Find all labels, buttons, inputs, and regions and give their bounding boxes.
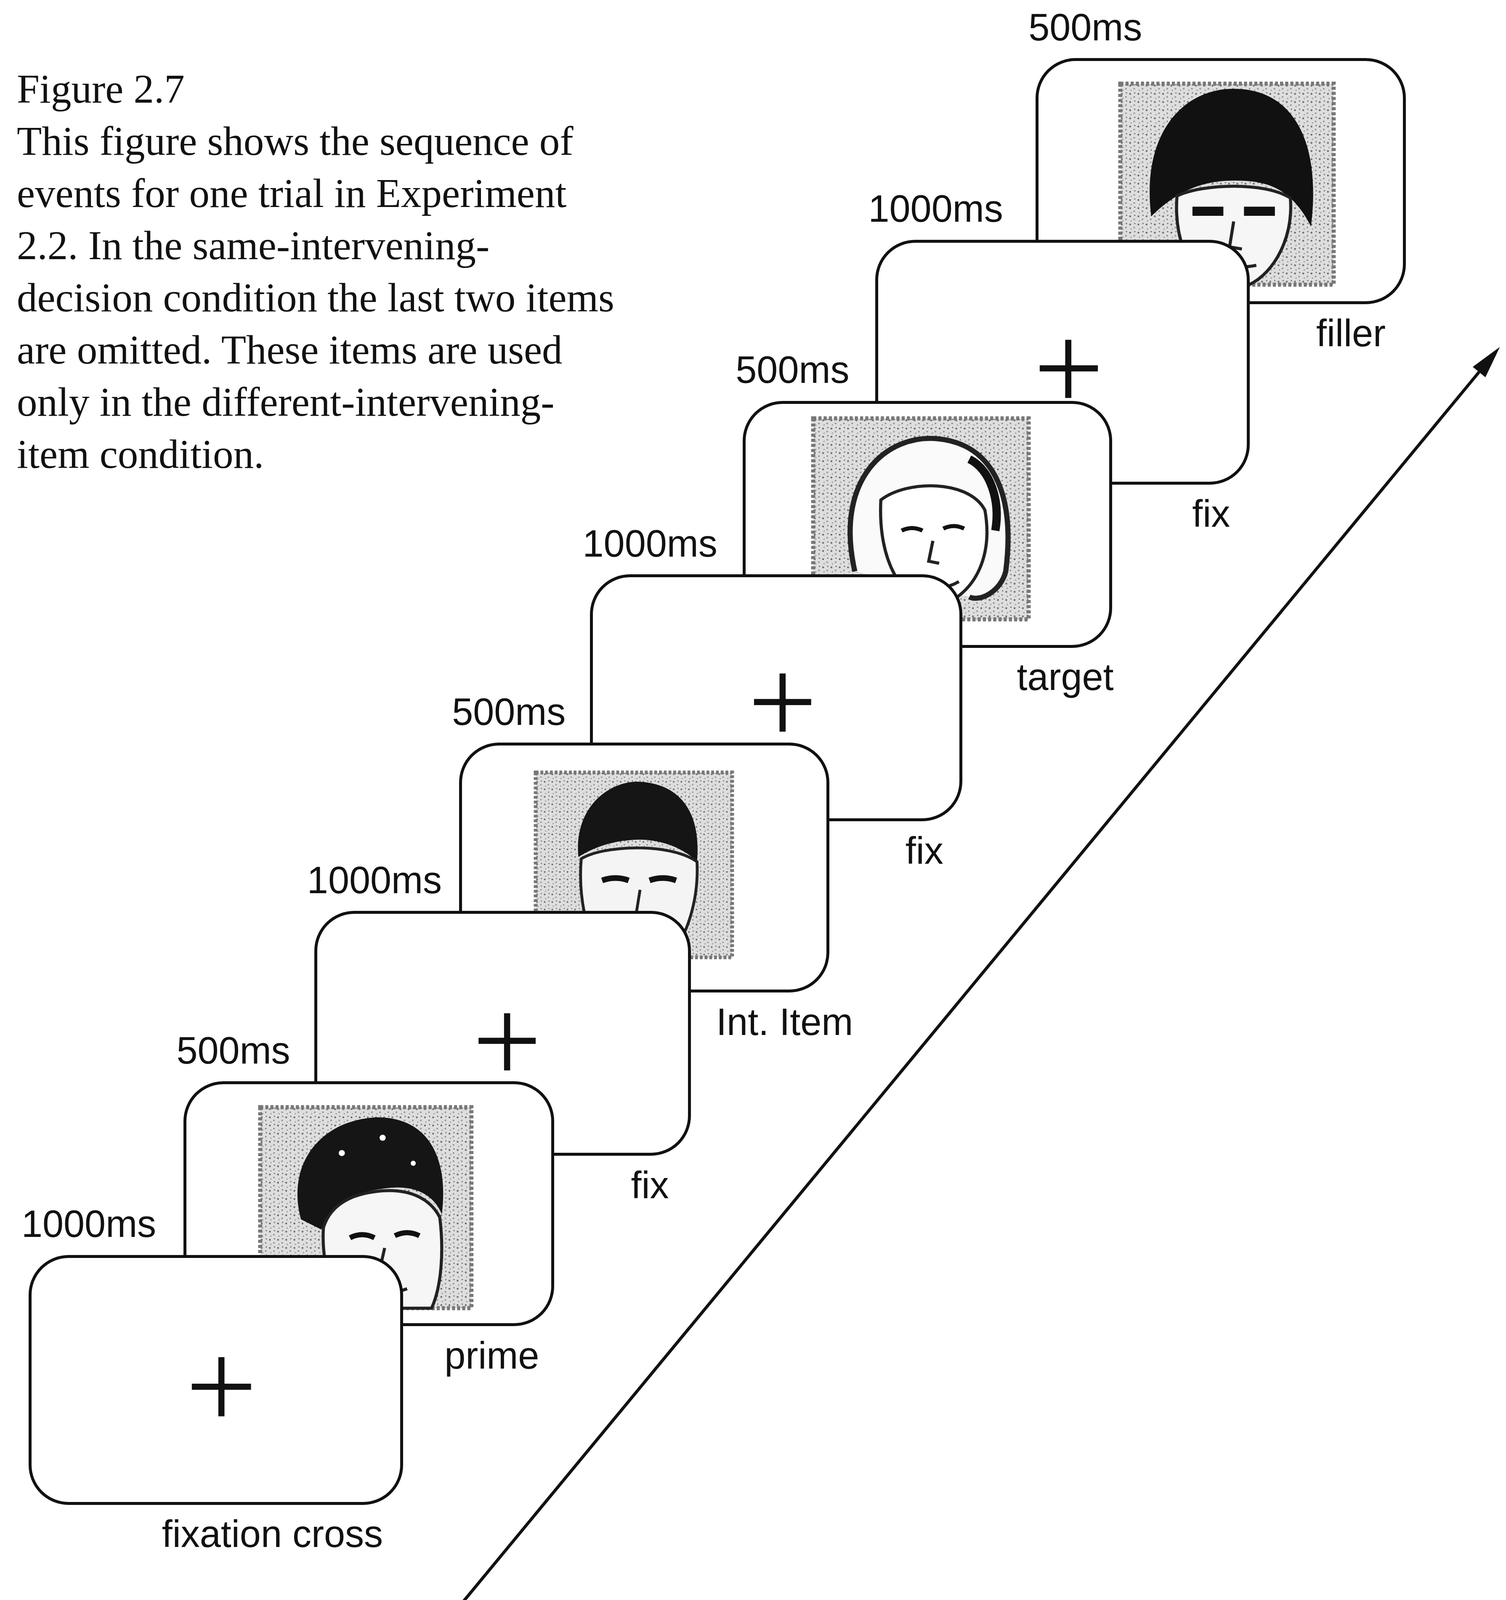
duration-label: 1000ms	[582, 522, 718, 566]
duration-label: 1000ms	[868, 187, 1004, 232]
duration-label: 1000ms	[307, 858, 442, 903]
drawing-part	[1472, 347, 1500, 378]
event-label: prime	[444, 1334, 540, 1379]
event-label: filler	[1316, 311, 1386, 356]
duration-label: 500ms	[1028, 5, 1143, 50]
duration-label: 500ms	[176, 1029, 290, 1074]
event-label: target	[1016, 655, 1114, 700]
event-label: fix	[1192, 492, 1230, 537]
figure-title: Figure 2.7	[16, 63, 623, 116]
figure-caption: This figure shows the sequence of events…	[16, 115, 623, 481]
event-label: fixation cross	[162, 1512, 383, 1557]
duration-label: 500ms	[451, 690, 566, 735]
event-label: fix	[905, 829, 944, 874]
duration-label: 500ms	[735, 348, 850, 393]
stimulus-frame: 1000msfixation cross	[28, 1255, 404, 1506]
event-label: fix	[631, 1163, 670, 1208]
event-label: Int. Item	[716, 1000, 853, 1045]
duration-label: 1000ms	[21, 1202, 157, 1247]
